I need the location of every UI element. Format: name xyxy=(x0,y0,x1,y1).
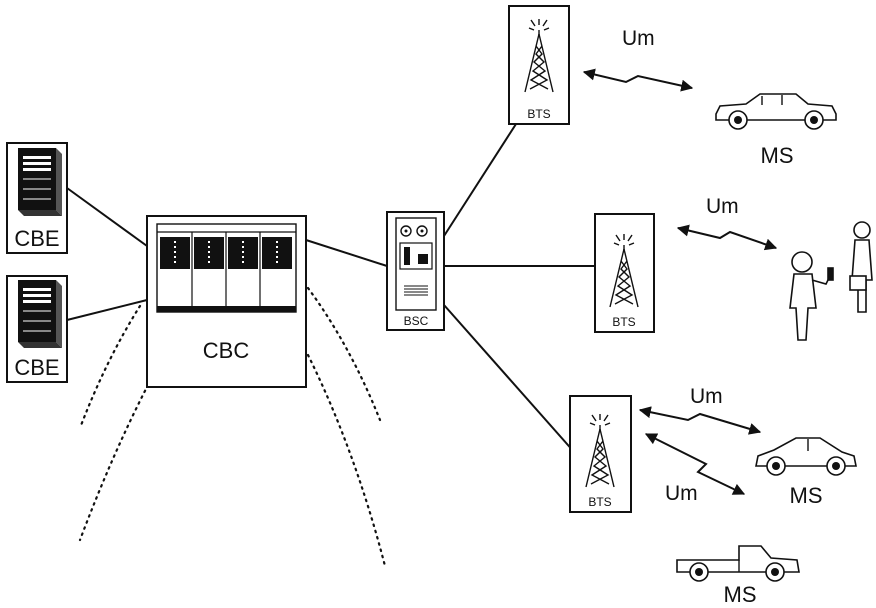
person-with-briefcase-icon xyxy=(850,222,872,312)
um-label-middle: Um xyxy=(706,195,739,218)
bsc-to-bts-top-link xyxy=(444,124,516,236)
bts-node-bottom: BTS xyxy=(570,396,631,512)
bsc-node: BSC xyxy=(387,212,444,330)
person-with-phone-icon xyxy=(790,252,833,340)
um-link-middle-arrow xyxy=(678,228,776,248)
bsc-label: BSC xyxy=(404,314,429,328)
cbe-bottom-to-cbc-link xyxy=(67,300,147,320)
ms-car-top: MS xyxy=(716,94,836,168)
cbe-top-label: CBE xyxy=(14,226,59,251)
bts-node-top: BTS xyxy=(509,6,569,124)
cbe-top-to-cbc-link xyxy=(67,188,147,246)
cabinet-icon xyxy=(157,224,296,312)
ms-car-bottom-label: MS xyxy=(790,483,823,508)
cbe-bottom-label: CBE xyxy=(14,355,59,380)
ms-truck-label: MS xyxy=(724,582,757,607)
sports-car-icon xyxy=(756,438,856,475)
server-icon xyxy=(18,280,62,348)
bts-middle-label: BTS xyxy=(612,315,635,329)
um-label-bottom-1: Um xyxy=(690,385,723,408)
bts-node-middle: BTS xyxy=(595,214,654,332)
cabinet-icon xyxy=(396,218,436,310)
um-link-bottom-1-arrow xyxy=(640,410,760,432)
cbc-label: CBC xyxy=(203,338,250,363)
um-label-top: Um xyxy=(622,27,655,50)
ms-car-top-label: MS xyxy=(761,143,794,168)
pickup-truck-icon xyxy=(677,546,799,581)
um-link-top-arrow xyxy=(584,72,692,88)
bts-top-label: BTS xyxy=(527,107,550,121)
bts-bottom-label: BTS xyxy=(588,495,611,509)
cbc-node: CBC xyxy=(147,216,306,387)
bsc-to-bts-bottom-link xyxy=(444,305,575,453)
server-icon xyxy=(18,148,62,216)
ms-car-bottom: MS xyxy=(756,438,856,508)
cbe-node-bottom: CBE xyxy=(7,276,67,382)
um-label-bottom-2: Um xyxy=(665,482,698,505)
cbe-node-top: CBE xyxy=(7,143,67,253)
cbc-to-bsc-link xyxy=(306,240,387,266)
ms-persons xyxy=(790,222,872,340)
car-icon xyxy=(716,94,836,129)
ms-truck: MS xyxy=(677,546,799,607)
